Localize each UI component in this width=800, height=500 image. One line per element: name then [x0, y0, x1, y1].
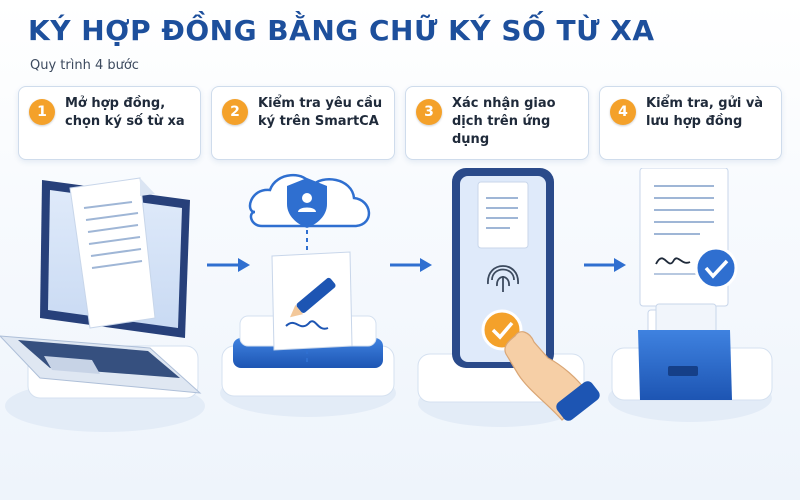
step-number-badge: 2	[222, 99, 248, 125]
step-label: Kiểm tra, gửi và lưu hợp đồng	[646, 96, 764, 129]
archive-box-icon	[638, 303, 732, 400]
laptop-icon	[0, 177, 205, 432]
smartca-signing-scene	[220, 173, 396, 417]
arrow-right-icon	[207, 258, 250, 272]
step-label: Kiểm tra yêu cầu ký trên SmartCA	[258, 96, 383, 129]
shield-user-icon	[287, 178, 327, 228]
step-number-badge: 3	[416, 99, 442, 125]
arrow-right-icon	[584, 258, 626, 272]
hand-pointer-icon	[504, 331, 600, 421]
step-card-3: 3 Xác nhận giao dịch trên ứng dụng	[405, 86, 589, 160]
illustration-scene	[0, 168, 800, 500]
step-label: Xác nhận giao dịch trên ứng dụng	[452, 96, 556, 147]
arrow-right-icon	[390, 258, 432, 272]
check-circle-icon	[694, 246, 738, 290]
fingerprint-icon	[487, 265, 519, 292]
step-label: Mở hợp đồng, chọn ký số từ xa	[65, 96, 185, 129]
page-title: KÝ HỢP ĐỒNG BẰNG CHỮ KÝ SỐ TỪ XA	[28, 14, 655, 47]
step-number-badge: 4	[610, 99, 636, 125]
step-card-4: 4 Kiểm tra, gửi và lưu hợp đồng	[599, 86, 782, 160]
pen-signature-icon	[271, 251, 353, 351]
step-number-badge: 1	[29, 99, 55, 125]
step-card-2: 2 Kiểm tra yêu cầu ký trên SmartCA	[211, 86, 395, 160]
step-card-1: 1 Mở hợp đồng, chọn ký số từ xa	[18, 86, 201, 160]
page-subtitle: Quy trình 4 bước	[30, 58, 139, 73]
